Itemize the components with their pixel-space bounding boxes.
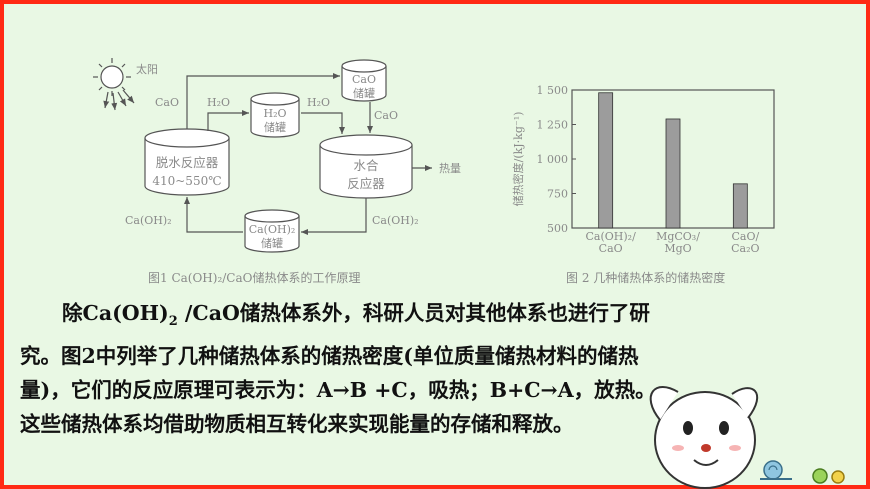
- paragraph-line-2: 究。图2中列举了几种储热体系的储热密度(单位质量储热材料的储热: [20, 344, 639, 369]
- paragraph-line-1-a: 除Ca(OH): [62, 301, 169, 325]
- flow-caoh2-to-tank: [301, 198, 367, 235]
- y-tick-label: 1 000: [537, 153, 569, 166]
- heat-label: 热量: [439, 162, 461, 175]
- flow-caoh2-left-label: Ca(OH)₂: [125, 214, 172, 227]
- cao-tank-line2: 储罐: [353, 86, 375, 100]
- paragraph-line-1: 除Ca(OH)2 /CaO储热体系外，科研人员对其他体系也进行了研: [20, 296, 850, 339]
- sun-icon: [93, 58, 135, 111]
- flow-caoh2-right-label: Ca(OH)₂: [372, 214, 419, 227]
- flow-caoh2-to-dehydration: [184, 197, 243, 233]
- x-tick-label: Ca(OH)₂/: [586, 230, 637, 243]
- sun-label: 太阳: [136, 63, 158, 76]
- h2o-tank: [250, 92, 300, 138]
- bar: [665, 118, 681, 229]
- dehydration-reactor-name: 脱水反应器: [156, 155, 219, 170]
- bars: [598, 92, 748, 229]
- y-axis-label: 储热密度/(kJ·kg⁻¹): [511, 112, 525, 207]
- dehydration-reactor: [144, 128, 230, 196]
- y-tick-label: 500: [547, 222, 568, 235]
- explanation-paragraph: 除Ca(OH)2 /CaO储热体系外，科研人员对其他体系也进行了研 究。图2中列…: [20, 296, 850, 441]
- hydration-reactor: [319, 134, 413, 199]
- x-tick-label: MgCO₃/: [656, 230, 700, 243]
- bar: [598, 92, 614, 229]
- figure2-chart: 储热密度/(kJ·kg⁻¹) 500 750 1 000 1 250 1 500 Ca(…: [511, 84, 775, 285]
- hydration-reactor-line2: 反应器: [347, 176, 385, 191]
- figure1-caption: 图1 Ca(OH)₂/CaO储热体系的工作原理: [148, 270, 360, 285]
- hydration-reactor-line1: 水合: [353, 158, 379, 173]
- figure1-diagram: [93, 58, 432, 253]
- figure1-labels: 太阳 CaO H₂O H₂O CaO 热量 Ca(OH)₂ Ca(OH)₂ 脱水…: [125, 63, 461, 285]
- figure2-caption: 图 2 几种储热体系的储热密度: [566, 270, 725, 285]
- y-tick-label: 1 250: [537, 119, 569, 132]
- y-ticks: 500 750 1 000 1 250 1 500: [537, 84, 576, 235]
- bar: [732, 183, 748, 229]
- paragraph-line-4: 这些储热体系均借助物质相互转化来实现能量的存储和释放。: [20, 412, 574, 437]
- caoh2-tank-line2: 储罐: [261, 236, 283, 250]
- caoh2-tank-line1: Ca(OH)₂: [249, 223, 296, 236]
- y-tick-label: 750: [547, 188, 568, 201]
- x-tick-label: MgO: [664, 242, 691, 255]
- paragraph-line-3: 量)，它们的反应原理可表示为：A→B +C，吸热；B+C→A，放热。: [20, 378, 656, 403]
- flow-h2o-to-tank: [207, 110, 249, 131]
- flow-h2o-label-1: H₂O: [207, 96, 230, 109]
- x-tick-label: CaO: [599, 242, 623, 255]
- paragraph-line-1-sub: 2: [168, 314, 178, 330]
- dehydration-reactor-temp: 410~550℃: [152, 174, 221, 188]
- flow-h2o-label-2: H₂O: [307, 96, 330, 109]
- caoh2-tank: [244, 209, 300, 253]
- x-labels: Ca(OH)₂/CaO MgCO₃/MgO CaO/Ca₂O: [586, 230, 760, 255]
- x-tick-label: CaO/: [731, 230, 759, 243]
- paragraph-line-1-b: /CaO储热体系外，科研人员对其他体系也进行了研: [177, 301, 650, 325]
- flow-cao-left-label: CaO: [155, 96, 179, 109]
- flow-h2o-to-hydration: [301, 112, 345, 134]
- cao-tank-line1: CaO: [352, 73, 376, 86]
- h2o-tank-line2: 储罐: [264, 120, 286, 134]
- flow-cao-to-tank: [186, 73, 340, 129]
- x-tick-label: Ca₂O: [731, 242, 759, 255]
- y-tick-label: 1 500: [537, 84, 569, 97]
- h2o-tank-line1: H₂O: [263, 107, 286, 120]
- cao-tank: [341, 59, 387, 102]
- flow-cao-right-label: CaO: [374, 109, 398, 122]
